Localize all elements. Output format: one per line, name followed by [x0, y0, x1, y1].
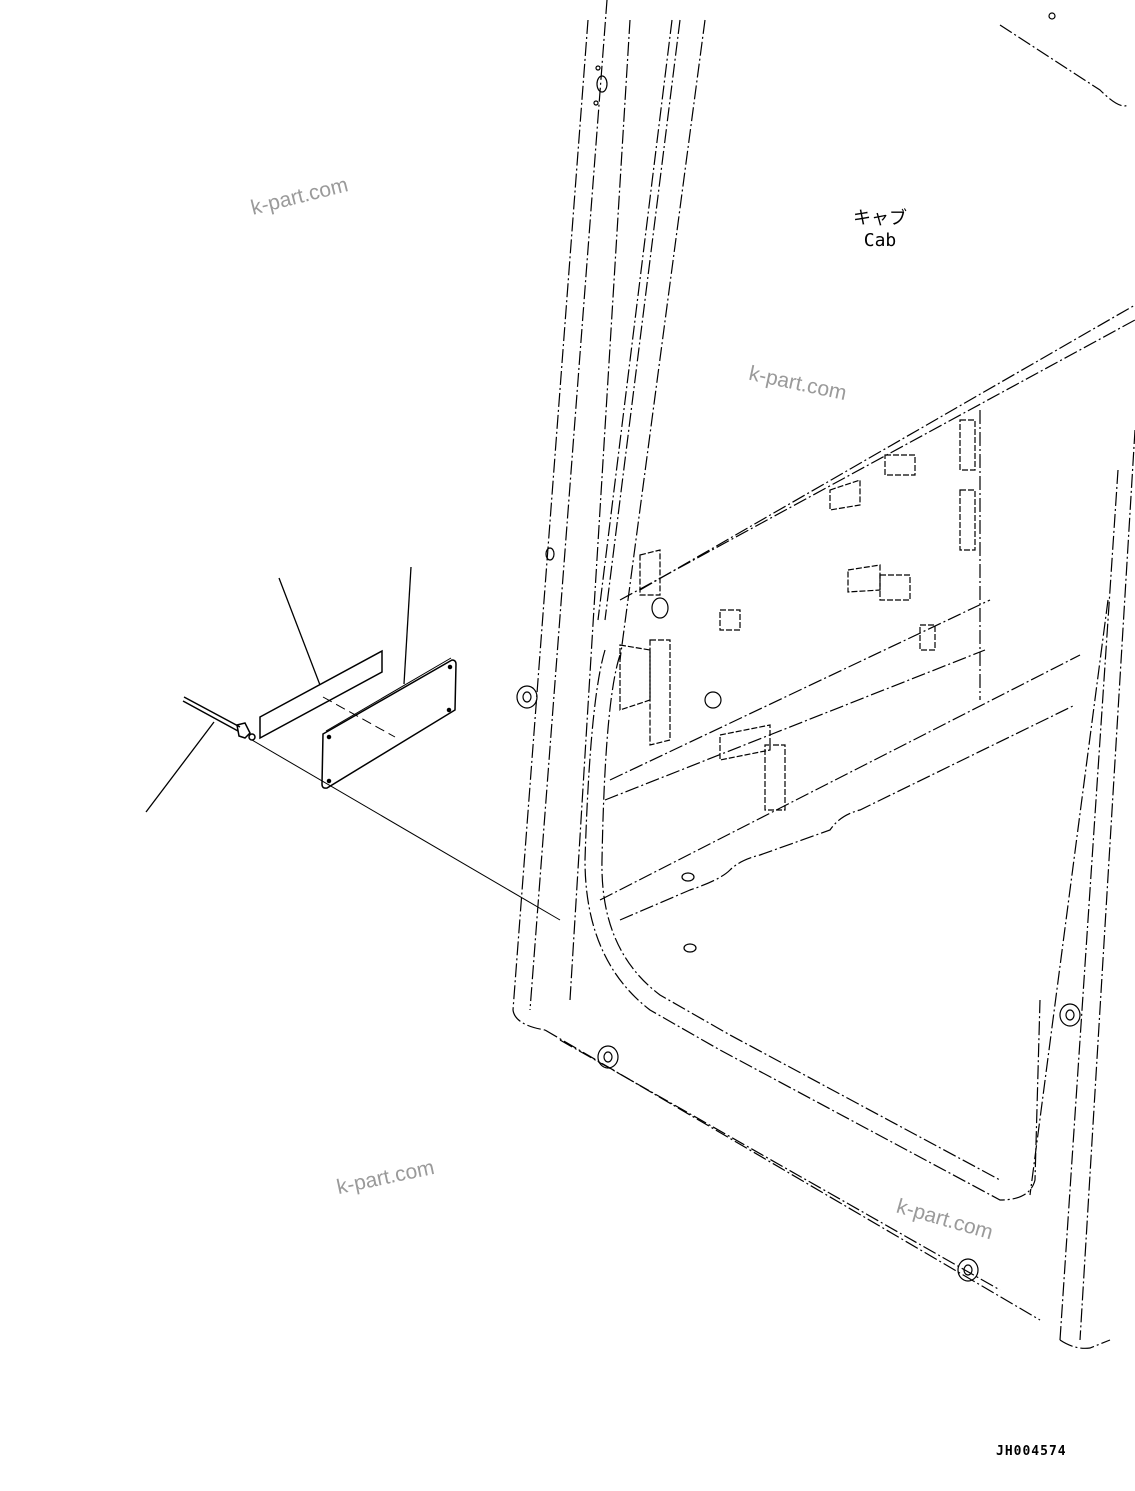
- gasket-strip-icon: [259, 649, 383, 740]
- projection-lines: [251, 696, 561, 921]
- brackets: [619, 419, 976, 811]
- cab-label: キャブ Cab: [845, 208, 915, 252]
- exploded-parts: [182, 649, 457, 789]
- cab-frame: [512, 0, 1135, 1349]
- cab-label-ja: キャブ: [853, 208, 907, 229]
- drawing-id: JH004574: [996, 1444, 1067, 1459]
- cab-label-en: Cab: [863, 230, 897, 251]
- rivet-icon: [182, 696, 256, 741]
- mount-bosses: [516, 12, 1081, 1282]
- plate-icon: [321, 659, 457, 789]
- leader-lines: [145, 566, 412, 813]
